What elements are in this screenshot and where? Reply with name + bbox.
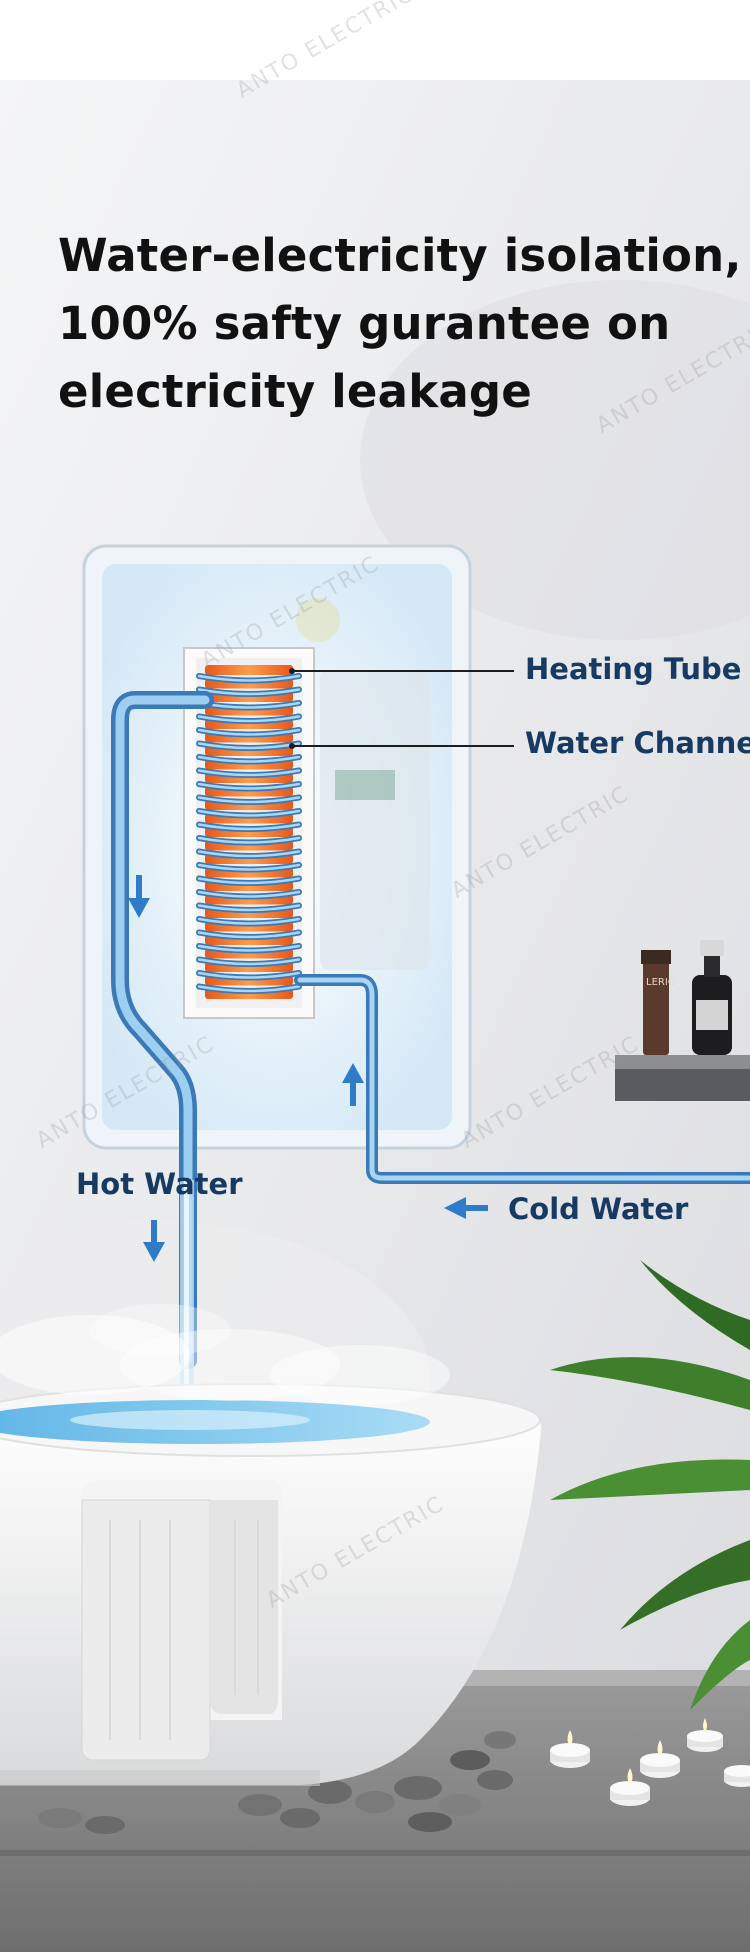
water-channel-label: Water Channel: [525, 726, 750, 760]
headline-line-1: Water-electricity isolation,: [58, 229, 742, 282]
water-channel-highlight: [197, 917, 301, 925]
water-channel-highlight: [197, 904, 301, 912]
headline-line-3: electricity leakage: [58, 365, 533, 418]
bathroom-scene: LERIC: [0, 80, 750, 1952]
cold-water-pipe: [294, 974, 750, 1184]
heating-tube-segment: [205, 665, 293, 675]
shelf-with-bottles: LERIC: [615, 940, 750, 1101]
cold-water-label: Cold Water: [508, 1192, 689, 1226]
water-channel-highlight: [197, 674, 301, 682]
arrow-down-icon-hot-water: [143, 1220, 165, 1262]
water-channel-highlight: [197, 958, 301, 966]
plant-leaves: [550, 1260, 750, 1710]
arrow-left-icon-cold-water: [444, 1197, 488, 1219]
water-channel-highlight: [197, 809, 301, 817]
arrow-down-icon-heater: [128, 875, 150, 918]
water-channel-highlight: [197, 782, 301, 790]
water-channel-highlight: [197, 728, 301, 736]
water-channel-highlight: [197, 931, 301, 939]
headline-line-2: 100% safty gurantee on: [58, 297, 671, 350]
water-channel-highlight: [197, 823, 301, 831]
water-channel-highlight: [197, 877, 301, 885]
water-channel-highlight: [197, 742, 301, 750]
water-channel-highlight: [197, 796, 301, 804]
water-channel-highlight: [197, 688, 301, 696]
water-channel-highlight: [197, 944, 301, 952]
water-channel-highlight: [197, 850, 301, 858]
water-channel-highlight: [197, 836, 301, 844]
hot-water-label: Hot Water: [76, 1167, 243, 1201]
arrow-up-icon-heater: [342, 1063, 364, 1106]
water-channel-highlight: [197, 715, 301, 723]
heating-tube-label: Heating Tube: [525, 652, 742, 686]
tealight-candles: [550, 1718, 750, 1806]
page-headline: Water-electricity isolation, 100% safty …: [58, 222, 742, 426]
water-channel-highlight: [197, 769, 301, 777]
water-channel-highlight: [197, 985, 301, 993]
bottle-label: LERIC: [646, 977, 675, 988]
hot-water-pipe: [111, 691, 214, 1369]
water-channel-highlight: [197, 863, 301, 871]
water-channel-coil: [196, 673, 302, 994]
towel: [81, 1480, 282, 1761]
water-channel-highlight: [197, 971, 301, 979]
water-channel-highlight: [197, 755, 301, 763]
steam: [0, 1304, 450, 1405]
water-stream: [180, 1180, 194, 1450]
pebbles: [38, 1731, 516, 1834]
water-channel-highlight: [197, 890, 301, 898]
